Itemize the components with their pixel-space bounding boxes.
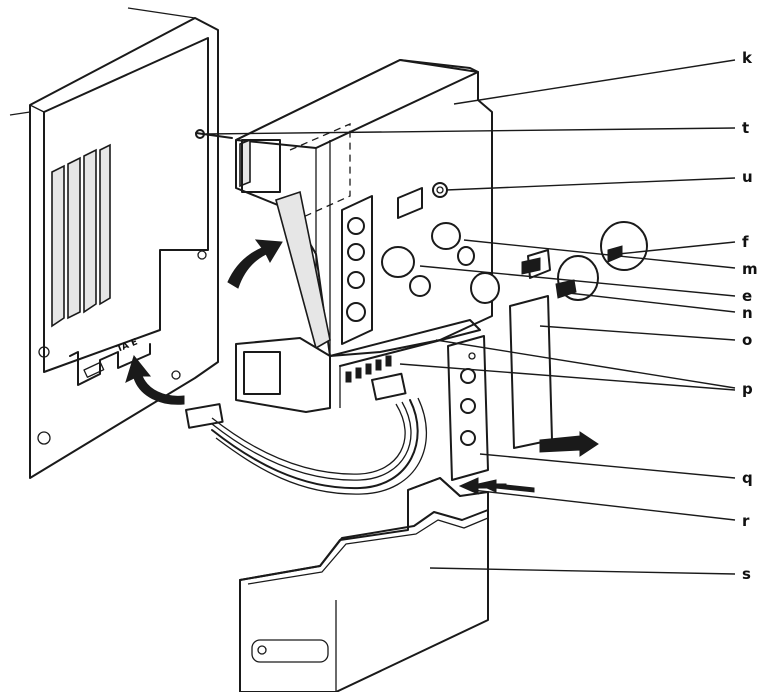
callout-n: n xyxy=(742,304,753,322)
front-control-plate-q xyxy=(447,335,489,481)
callout-m: m xyxy=(742,260,758,278)
bottom-cover-s xyxy=(239,477,489,692)
indicator-lamp-u xyxy=(432,182,448,198)
knob-upper xyxy=(431,222,461,250)
slide-card-o xyxy=(509,295,599,457)
callout-s: s xyxy=(742,565,751,583)
circuit-board-panel: TA E xyxy=(9,7,219,479)
callout-t: t xyxy=(742,119,749,137)
leader-lines xyxy=(205,59,736,575)
callout-o: o xyxy=(742,331,752,349)
assembly-arrows xyxy=(125,239,535,495)
callout-f: f xyxy=(742,233,749,251)
edge-card-slots xyxy=(51,143,111,328)
callout-k: k xyxy=(742,49,753,67)
callout-labels: k t u f m e n o p q r s xyxy=(742,49,758,583)
connector-teeth xyxy=(345,355,392,383)
control-knobs xyxy=(381,182,648,304)
knob-e xyxy=(381,246,415,278)
knob-f xyxy=(600,221,648,271)
callout-r: r xyxy=(742,512,750,530)
callout-q: q xyxy=(742,469,753,487)
ribbon-cable xyxy=(184,372,427,495)
callout-u: u xyxy=(742,168,753,186)
callout-e: e xyxy=(742,287,752,305)
callout-p: p xyxy=(742,380,753,398)
